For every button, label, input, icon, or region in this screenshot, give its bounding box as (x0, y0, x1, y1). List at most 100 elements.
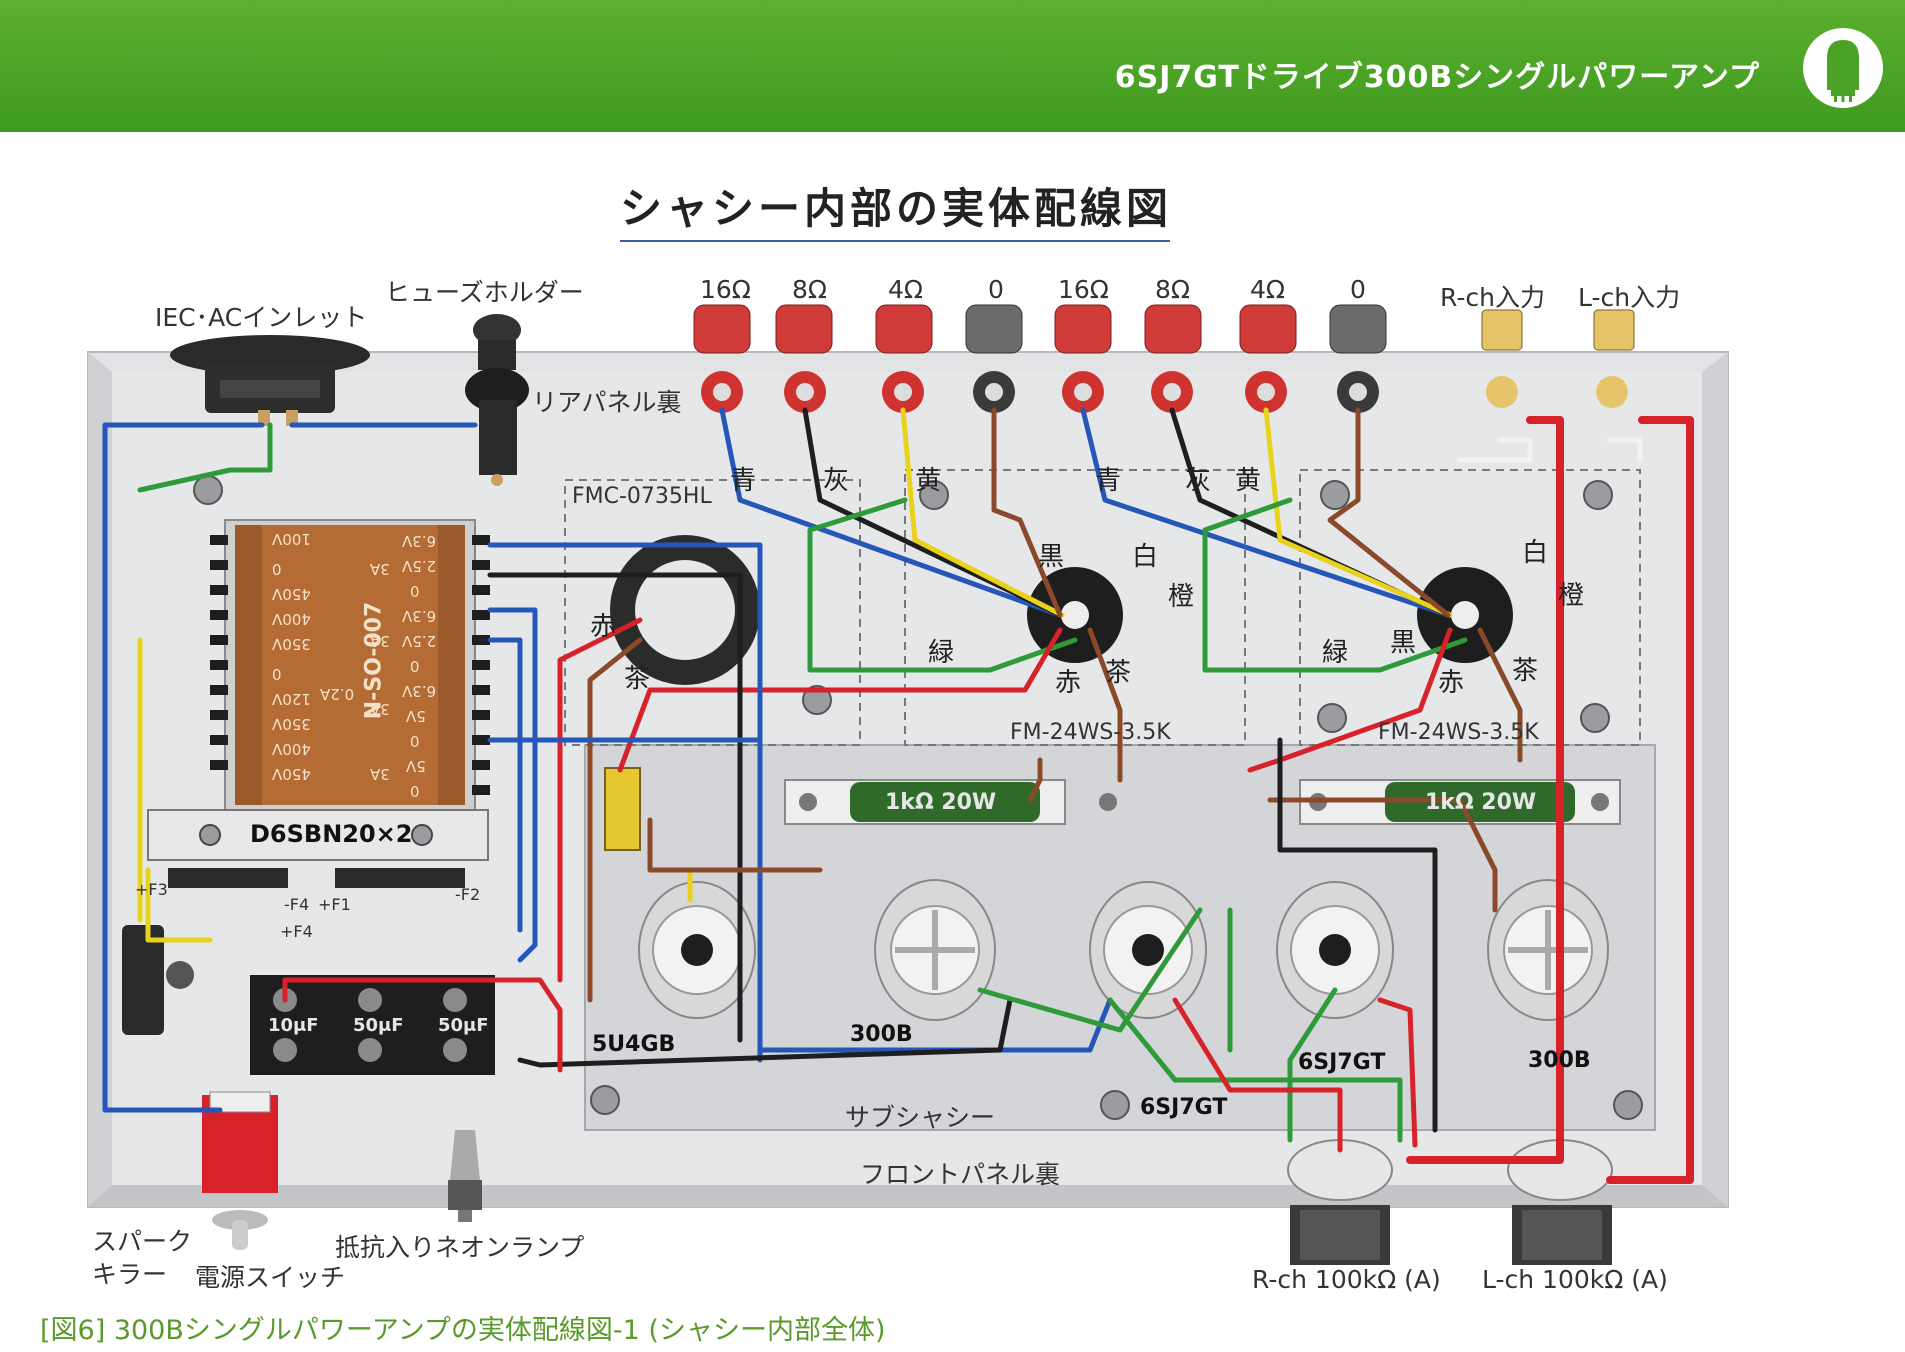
socket-6sj7gt-l (1276, 881, 1394, 1019)
tap-secondary-7: 6.3V (402, 682, 437, 700)
output-transformer-r (1027, 567, 1123, 663)
output-transformer-l (1417, 567, 1513, 663)
tap-secondary-9: 0 (410, 732, 420, 750)
label-spark-killer-2: キラー (92, 1260, 168, 1289)
tap-secondary-2: 2.5V (402, 557, 437, 575)
opt-r-outline (904, 469, 1246, 746)
label-opt-r: FM-24WS-3.5K (1010, 720, 1171, 745)
opt-l-outline (1299, 469, 1641, 746)
fuse-label-3: +F1 (318, 895, 351, 914)
iec-inlet (170, 335, 370, 426)
volume-pot-r (1287, 1139, 1393, 1265)
wire-label-l-yellow: 黄 (1235, 466, 1262, 496)
tap-secondary-11: 0 (410, 782, 420, 800)
tap-current-4: 3A (370, 765, 390, 783)
power-transformer (210, 519, 490, 811)
wire-label-choke-red: 赤 (590, 612, 617, 642)
label-diodes: D6SBN20×2 (250, 820, 413, 848)
tap-secondary-1: 6.3V (402, 532, 437, 550)
socket-6sj7gt-r (1089, 881, 1207, 1019)
terminal-label-6: 8Ω (1155, 275, 1191, 304)
wire-label-l-white: 白 (1522, 538, 1549, 568)
tap-secondary-10: 5V (406, 757, 426, 775)
capacitor-block (250, 975, 495, 1075)
tap-primary-5: 350V (272, 635, 311, 653)
terminal-label-2: 8Ω (792, 275, 828, 304)
power-switch (202, 1091, 278, 1250)
tap-primary-6: 0 (272, 665, 282, 683)
label-6sj7gt-l: 6SJ7GT (1298, 1050, 1386, 1075)
tap-primary-10: 450V (272, 765, 311, 783)
terminal-label-4: 0 (988, 275, 1004, 304)
neon-lamp (448, 1130, 482, 1222)
wire-label-l-green: 緑 (1322, 638, 1349, 668)
wire-label-r-gray: 灰 (823, 466, 850, 496)
wire-label-l-black: 黒 (1390, 628, 1417, 658)
socket-300b-l (1487, 879, 1609, 1021)
label-fuse-holder: ヒューズホルダー (385, 278, 584, 307)
label-sub-chassis: サブシャシー (845, 1103, 996, 1132)
tap-primary-2: 0 (272, 560, 282, 578)
spark-killer (122, 925, 194, 1035)
title-rule (620, 240, 1170, 242)
tap-current-2: 3A (370, 632, 390, 650)
wire-label-r-orange: 橙 (1168, 582, 1195, 612)
fuse-holder (465, 314, 529, 486)
resistor-r (784, 779, 1117, 825)
label-5u4gb: 5U4GB (592, 1032, 676, 1057)
tap-primary-1: 100V (272, 530, 311, 548)
fuse-label-4: -F4 (284, 895, 310, 914)
series-title: 6SJ7GTドライブ300Bシングルパワーアンプ (1114, 60, 1760, 95)
terminal-row-exterior (693, 304, 1635, 354)
wire-label-choke-brown: 茶 (624, 664, 651, 694)
tap-primary-9: 400V (272, 740, 311, 758)
terminal-label-5: 16Ω (1058, 275, 1109, 304)
socket-5u4gb (638, 881, 756, 1019)
diagram-title: シャシー内部の実体配線図 (620, 184, 1173, 233)
terminal-label-1: 16Ω (700, 275, 751, 304)
label-iec-inlet: IEC･ACインレット (155, 303, 368, 332)
label-vol-r: R-ch 100kΩ (A) (1252, 1265, 1441, 1294)
label-resistor-r: 1kΩ 20W (885, 790, 997, 815)
label-front-panel: フロントパネル裏 (860, 1160, 1061, 1189)
socket-300b-r (874, 879, 996, 1021)
terminal-label-8: 0 (1350, 275, 1366, 304)
terminal-strip (604, 767, 641, 851)
wire-label-r-black: 黒 (1038, 542, 1065, 572)
tap-current-1: 3A (370, 560, 390, 578)
tap-primary-8: 350V (272, 715, 311, 733)
label-300b-r: 300B (850, 1022, 913, 1047)
rectifier-board (147, 809, 489, 888)
terminal-row-interior (701, 371, 1628, 413)
fuse-label-1: +F3 (135, 880, 168, 899)
wire-label-r-green: 緑 (928, 638, 955, 668)
fuse-label-2: +F4 (280, 922, 313, 941)
tap-primary-4: 400V (272, 610, 311, 628)
label-300b-l: 300B (1528, 1048, 1591, 1073)
wire-label-l-red: 赤 (1438, 668, 1465, 698)
label-opt-l: FM-24WS-3.5K (1378, 720, 1539, 745)
wire-label-r-yellow: 黄 (915, 466, 942, 496)
wire-label-r-white: 白 (1132, 542, 1159, 572)
wire-label-l-blue: 青 (1095, 466, 1122, 496)
label-6sj7gt-sub: 6SJ7GT (1140, 1095, 1228, 1120)
label-cap-1: 10μF (268, 1015, 319, 1036)
label-l-input: L-ch入力 (1578, 283, 1681, 312)
tap-secondary-6: 0 (410, 657, 420, 675)
label-cap-3: 50μF (438, 1015, 489, 1036)
wire-label-l-orange: 橙 (1558, 581, 1585, 611)
vacuum-tube-icon (1803, 28, 1883, 108)
wires (102, 407, 1694, 1184)
tap-secondary-8: 5V (406, 707, 426, 725)
tap-current-3: 3A (370, 700, 390, 718)
wire-label-r-red: 赤 (1055, 668, 1082, 698)
label-r-input: R-ch入力 (1440, 283, 1545, 312)
wire-label-l-gray: 灰 (1185, 466, 1212, 496)
label-spark-killer-1: スパーク (92, 1227, 193, 1256)
label-choke: FMC-0735HL (572, 484, 712, 509)
mounting-screws (193, 475, 1643, 1120)
wire-label-r-blue: 青 (730, 466, 757, 496)
tap-current-rating: 0.2A (320, 685, 355, 703)
header-banner: 6SJ7GTドライブ300Bシングルパワーアンプ (0, 0, 1905, 132)
